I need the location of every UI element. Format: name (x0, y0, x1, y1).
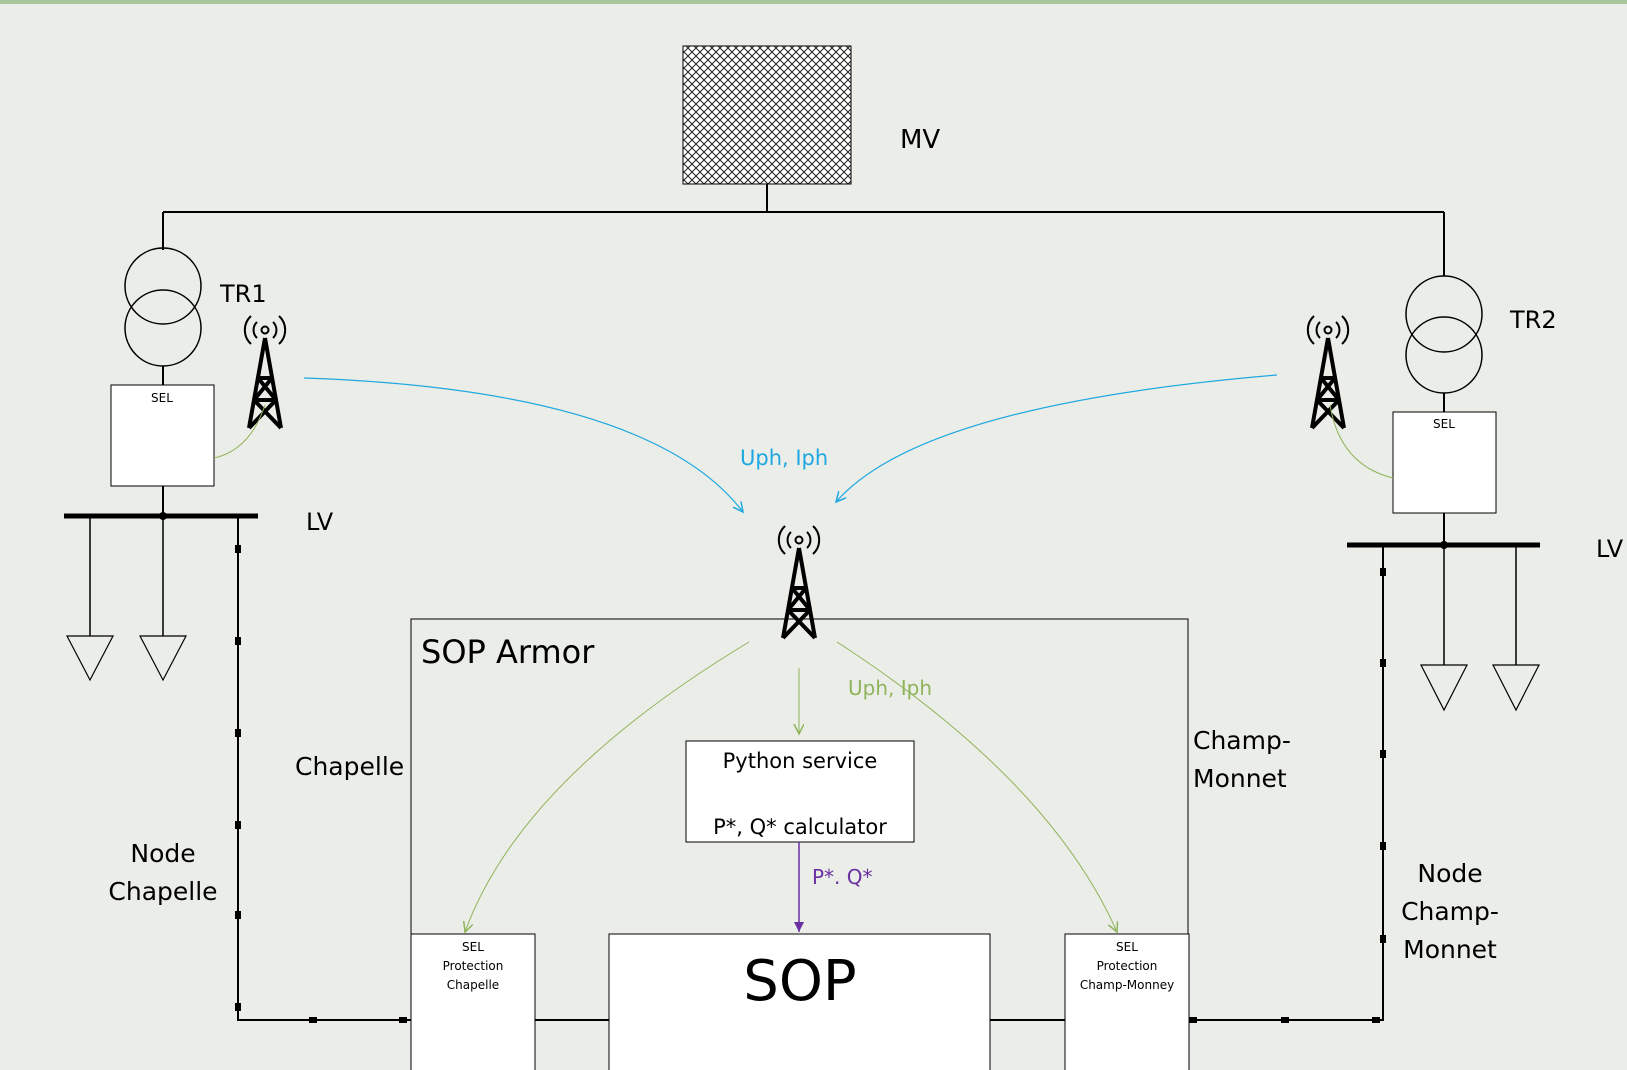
champ-monnet-label-2: Monnet (1193, 764, 1287, 793)
transformer-icon (124, 247, 202, 367)
lv-cable-chapelle (237, 516, 411, 1021)
uph-iph-arrow-champ (836, 641, 1117, 932)
sel-protection-champ-box (1064, 933, 1190, 1070)
lv-left-label: LV (306, 508, 334, 536)
load-triangle-icon (139, 635, 187, 682)
node-chapelle-label-2: Chapelle (108, 877, 217, 906)
sop-armor-container (410, 618, 1189, 1070)
python-service-label: Python service (723, 749, 878, 773)
lv-right-label: LV (1596, 535, 1624, 563)
node-chapelle-label-1: Node (130, 839, 195, 868)
cable-markers-right (1189, 568, 1386, 1023)
node-champ-label-3: Monnet (1403, 935, 1497, 964)
sel-box-left (110, 384, 215, 487)
radio-tower-icon (242, 314, 288, 430)
prot-champ-line-1: SEL (1116, 940, 1138, 954)
chapelle-label: Chapelle (295, 752, 404, 781)
mv-label: MV (900, 125, 940, 155)
prot-champ-line-3: Champ-Monney (1080, 978, 1174, 992)
python-service-box (685, 740, 915, 843)
cable-markers-left (235, 545, 407, 1023)
prot-chapelle-line-1: SEL (462, 940, 484, 954)
mv-feeder-line (162, 184, 1445, 276)
sel-tower-link-right (1329, 404, 1394, 479)
prot-chapelle-line-2: Protection (443, 959, 504, 973)
sel-protection-chapelle-box (410, 933, 536, 1070)
node-champ-label-2: Champ- (1401, 897, 1499, 926)
sop-label: SOP (743, 949, 856, 1014)
radio-tower-icon (1305, 314, 1351, 430)
uph-iph-arrow-chapelle (465, 641, 750, 932)
load-triangle-icon (1492, 664, 1540, 712)
sel-box-right (1392, 411, 1497, 514)
uph-iph-inner-label: Uph, Iph (848, 676, 932, 700)
sel-left-label: SEL (151, 391, 173, 405)
measurement-arrow-right (836, 374, 1278, 502)
lv-cable-champ-monnet (1188, 545, 1384, 1021)
load-triangle-icon (66, 635, 114, 682)
tr2-label: TR2 (1509, 306, 1557, 334)
radio-tower-icon (776, 524, 822, 640)
node-champ-label-1: Node (1417, 859, 1482, 888)
sel-right-label: SEL (1433, 417, 1455, 431)
tr1-label: TR1 (219, 280, 267, 308)
measurement-arrow-left (303, 377, 743, 512)
transformer-icon (1405, 275, 1483, 394)
pq-signal-label: P*. Q* (812, 865, 873, 889)
pq-calculator-label: P*, Q* calculator (713, 815, 887, 839)
grid-mv-icon (682, 45, 852, 185)
uph-iph-top-label: Uph, Iph (740, 446, 828, 470)
load-triangle-icon (1420, 664, 1468, 712)
prot-champ-line-2: Protection (1097, 959, 1158, 973)
sop-armor-label: SOP Armor (421, 633, 595, 671)
top-band (0, 0, 1627, 4)
champ-monnet-label-1: Champ- (1193, 726, 1291, 755)
sel-tower-link-left (213, 404, 266, 459)
sop-box (608, 933, 991, 1070)
prot-chapelle-line-3: Chapelle (447, 978, 499, 992)
